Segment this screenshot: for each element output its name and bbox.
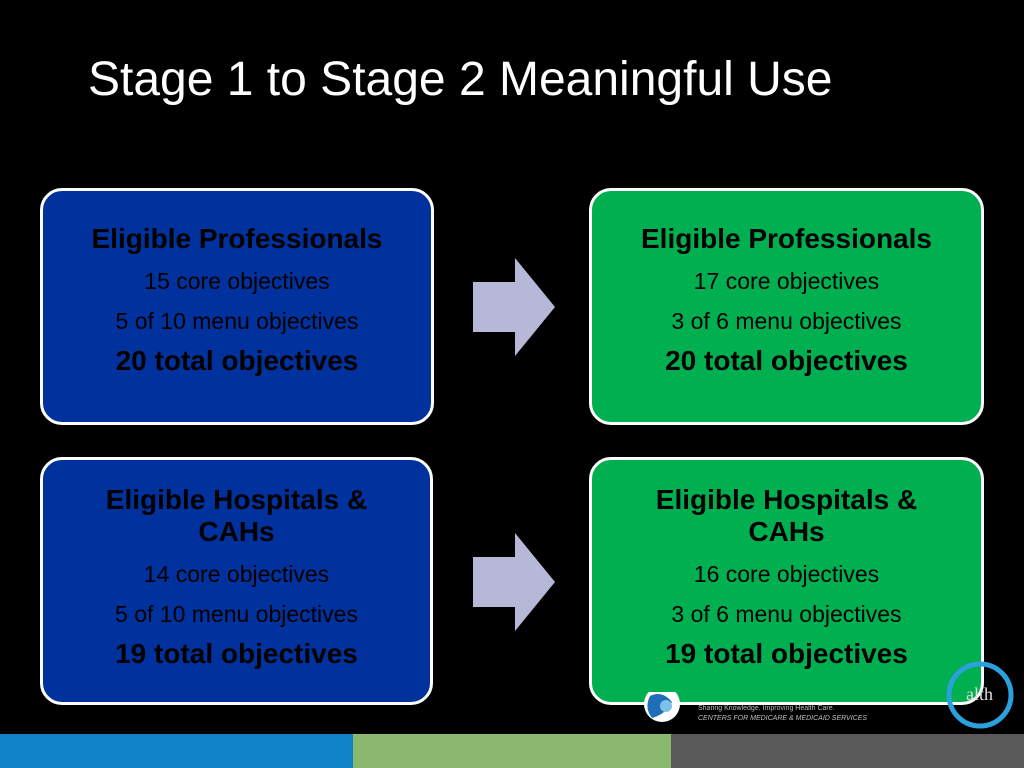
stage1-hospitals-heading: Eligible Hospitals & CAHs (105, 484, 368, 547)
cms-logo-text: Sharing Knowledge. Improving Health Care… (698, 704, 867, 724)
cms-logo-icon (644, 692, 680, 722)
stage2-professionals-heading: Eligible Professionals (641, 223, 932, 254)
stage2-hospitals-core: 16 core objectives (693, 561, 880, 587)
stage2-hospitals-heading: Eligible Hospitals & CAHs (655, 484, 918, 547)
footer-bar-gray (671, 734, 1024, 768)
stage2-hospitals-menu: 3 of 6 menu objectives (671, 601, 902, 627)
right-arrow-icon (473, 258, 555, 356)
stage1-professionals-heading: Eligible Professionals (91, 223, 383, 254)
stage2-professionals-core: 17 core objectives (693, 268, 880, 294)
health-logo-text: alth (966, 684, 993, 704)
stage1-hospitals-core: 14 core objectives (143, 561, 330, 587)
stage2-professionals-box: Eligible Professionals 17 core objective… (589, 188, 984, 425)
stage2-hospitals-total: 19 total objectives (665, 638, 908, 669)
stage1-hospitals-box: Eligible Hospitals & CAHs 14 core object… (40, 457, 433, 705)
stage1-hospitals-menu: 5 of 10 menu objectives (115, 601, 358, 627)
right-arrow-icon (473, 533, 555, 631)
stage2-professionals-menu: 3 of 6 menu objectives (671, 308, 902, 334)
stage1-professionals-menu: 5 of 10 menu objectives (115, 308, 359, 334)
health-logo-icon (946, 661, 1014, 729)
slide-title: Stage 1 to Stage 2 Meaningful Use (88, 53, 833, 106)
footer-bar-blue (0, 734, 353, 768)
stage1-professionals-total: 20 total objectives (115, 345, 359, 376)
footer-bar-green (353, 734, 671, 768)
stage1-professionals-box: Eligible Professionals 15 core objective… (40, 188, 434, 425)
stage1-professionals-core: 15 core objectives (144, 268, 330, 294)
stage2-hospitals-box: Eligible Hospitals & CAHs 16 core object… (589, 457, 984, 705)
stage1-hospitals-total: 19 total objectives (115, 638, 358, 669)
stage2-professionals-total: 20 total objectives (665, 345, 908, 376)
cms-agency: CENTERS FOR MEDICARE & MEDICAID SERVICES (698, 715, 868, 722)
cms-tagline: Sharing Knowledge. Improving Health Care… (698, 705, 835, 712)
